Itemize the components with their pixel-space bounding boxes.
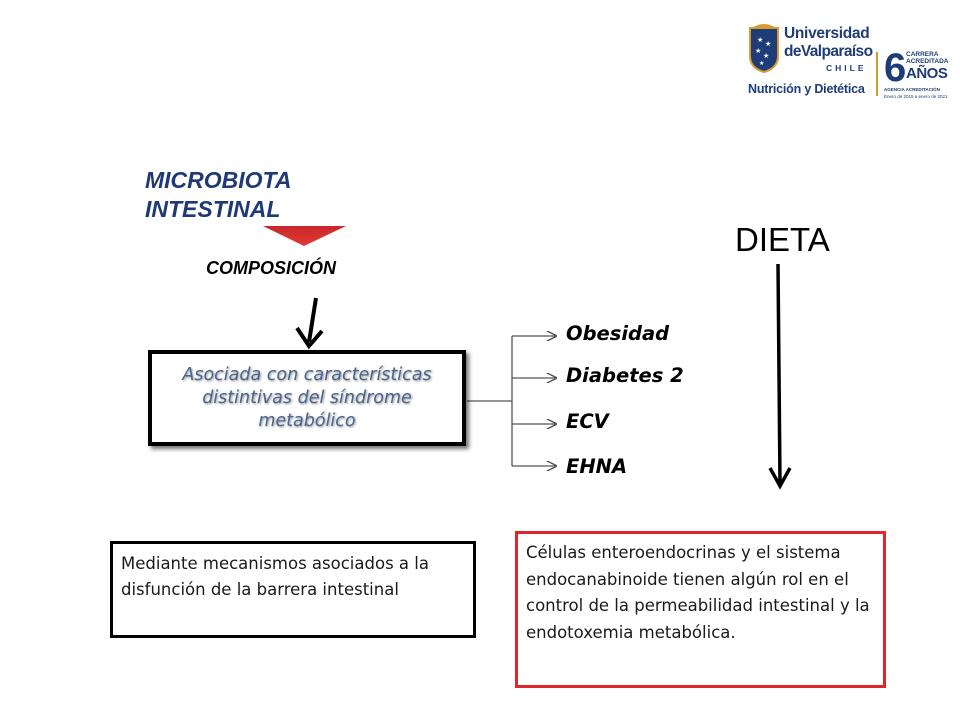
university-logo: ★ ★ ★ ★ ★ Universidad deValparaíso CHILE… bbox=[748, 20, 949, 104]
svg-text:★: ★ bbox=[757, 36, 763, 44]
microbiota-title: MICROBIOTA INTESTINAL bbox=[145, 166, 292, 224]
logo-university-city: deValparaíso bbox=[784, 43, 873, 60]
outcome-ecv: ECV bbox=[566, 410, 609, 433]
logo-university-name: Universidad bbox=[784, 25, 870, 42]
black-down-arrow-icon bbox=[295, 297, 324, 350]
outcome-diabetes: Diabetes 2 bbox=[566, 364, 684, 387]
red-down-arrow-icon bbox=[263, 226, 346, 246]
accreditation-label-acreditada: ACREDITADA bbox=[906, 58, 949, 65]
accreditation-label-anos: AÑOS bbox=[906, 65, 948, 82]
enteroendocrine-box: Células enteroendocrinas y el sistema en… bbox=[515, 531, 886, 688]
outcomes-bracket bbox=[467, 336, 556, 466]
enteroendocrine-text: Células enteroendocrinas y el sistema en… bbox=[526, 543, 870, 642]
metabolic-syndrome-text: Asociada con características distintivas… bbox=[182, 364, 432, 431]
mechanism-box: Mediante mecanismos asociados a la disfu… bbox=[110, 541, 476, 638]
accreditation-years-number: 6 bbox=[884, 46, 907, 90]
logo-separator bbox=[876, 52, 878, 96]
logo-program-name: Nutrición y Dietética bbox=[748, 82, 865, 96]
accreditation-agency: AGENCIA ACREDITACIÓN bbox=[884, 87, 940, 92]
svg-text:★: ★ bbox=[755, 47, 761, 55]
outcome-obesidad: Obesidad bbox=[566, 322, 670, 345]
dieta-label: DIETA bbox=[735, 221, 830, 258]
microbiota-title-line2: INTESTINAL bbox=[145, 196, 281, 222]
svg-text:★: ★ bbox=[759, 60, 764, 67]
svg-text:★: ★ bbox=[763, 52, 769, 60]
accreditation-period: Enero de 2015 a enero de 2021 bbox=[884, 94, 948, 99]
university-shield-icon: ★ ★ ★ ★ ★ bbox=[749, 24, 779, 74]
microbiota-title-line1: MICROBIOTA bbox=[145, 167, 292, 193]
dieta-down-arrow-icon bbox=[768, 263, 792, 490]
logo-country: CHILE bbox=[826, 63, 867, 73]
svg-text:★: ★ bbox=[765, 40, 771, 48]
outcome-ehna: EHNA bbox=[566, 455, 628, 478]
metabolic-syndrome-box: Asociada con características distintivas… bbox=[148, 350, 466, 446]
mechanism-text: Mediante mecanismos asociados a la disfu… bbox=[121, 554, 429, 599]
composicion-label: COMPOSICIÓN bbox=[206, 258, 337, 278]
accreditation-label-carrera: CARRERA bbox=[906, 51, 939, 58]
